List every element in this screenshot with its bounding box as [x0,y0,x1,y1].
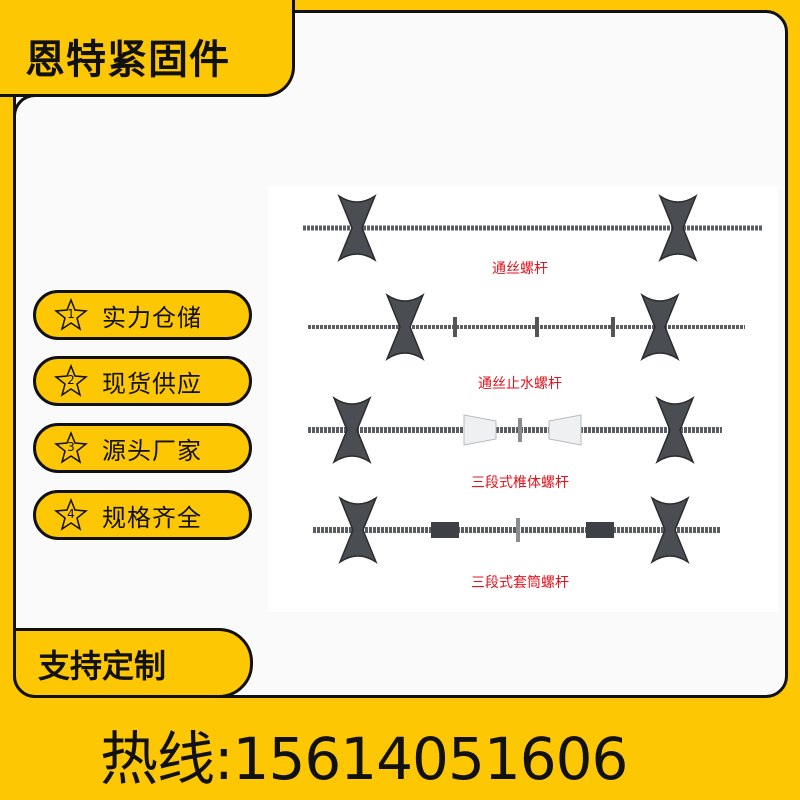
wing-nut [658,194,698,262]
cone [463,414,497,446]
star-icon: 3 [54,431,88,465]
sleeve [586,522,614,538]
wing-nut [332,396,372,464]
custom-badge: 支持定制 [13,628,253,698]
feature-label: 源头厂家 [102,436,202,465]
product-label-4: 三段式套筒螺杆 [471,574,569,591]
product-label-2: 通丝止水螺杆 [478,376,562,392]
water-stop [611,317,615,337]
cone [548,414,582,446]
brand-title: 恩特紧固件 [25,37,230,83]
star-icon: 4 [54,498,88,532]
feature-pill-3: 3 源头厂家 [33,423,252,473]
star-icon: 1 [54,298,88,332]
water-stop [453,317,457,337]
product-label-1: 通丝螺杆 [492,261,548,277]
water-stop [535,317,539,337]
feature-label: 现货供应 [102,369,202,398]
wing-nut [640,293,680,361]
feature-pill-4: 4 规格齐全 [33,490,252,540]
wing-nut [385,293,425,361]
feature-label: 规格齐全 [102,503,202,532]
hotline-text: 热线:15614051606 [100,725,628,793]
wing-nut [650,496,690,564]
brand-tab [0,0,295,97]
bolt-illustrations: 通丝螺杆 通丝止水螺杆 三段式椎体螺杆 三段式套筒螺杆 [303,194,762,591]
washer [516,518,520,542]
star-icon: 2 [54,364,88,398]
product-label-3: 三段式椎体螺杆 [471,475,569,491]
wing-nut [338,496,378,564]
wing-nut [655,396,695,464]
washer [518,418,522,442]
feature-label: 实力仓储 [102,303,202,332]
sleeve [431,522,459,538]
product-photo: 通丝螺杆 通丝止水螺杆 三段式椎体螺杆 三段式套筒螺杆 [268,186,778,612]
feature-pill-2: 2 现货供应 [33,356,252,406]
feature-pill-1: 1 实力仓储 [33,290,252,340]
wing-nut [337,194,377,262]
